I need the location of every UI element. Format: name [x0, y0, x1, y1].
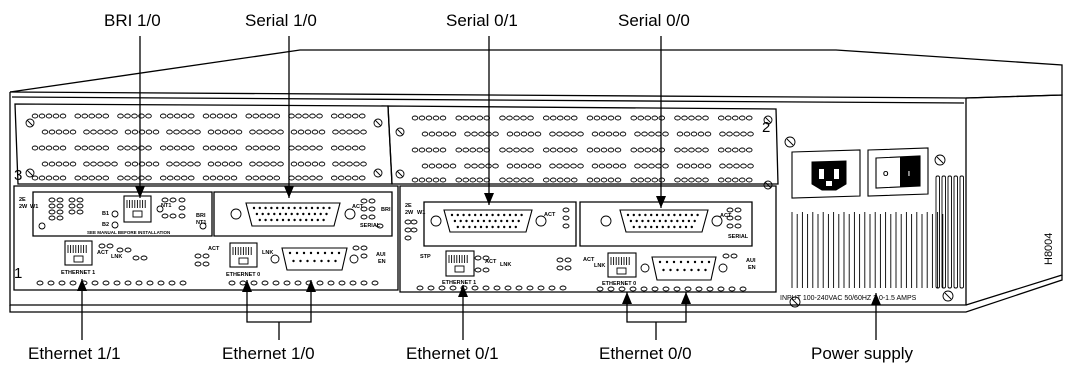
- label-2e-left: 2E: [19, 197, 26, 203]
- callout-serial-0-1: Serial 0/1: [446, 11, 518, 30]
- label-act-eth-0-0: ACT: [583, 257, 595, 263]
- callout-bri-1-0: BRI 1/0: [104, 11, 161, 30]
- slot-1-number: 1: [14, 265, 22, 282]
- callout-serial-0-0: Serial 0/0: [618, 11, 690, 30]
- slot-2-blank-cover: [387, 105, 779, 190]
- label-lnk-eth-1-1: LNK: [111, 254, 122, 260]
- serial-wic-card-0-1: [423, 201, 577, 247]
- label-stp: STP: [420, 254, 431, 260]
- power-inlet-socket: [811, 160, 847, 191]
- port-pins: [67, 200, 711, 275]
- label-act-serial-1-0: ACT: [352, 204, 364, 210]
- slot-2-number: 2: [762, 119, 770, 136]
- label-lnk-eth-1-0: LNK: [262, 250, 273, 256]
- label-2e-right: 2E: [405, 203, 412, 209]
- label-nt1: NT1: [161, 203, 171, 209]
- label-ethernet-1-left: ETHERNET 1: [61, 270, 95, 276]
- label-act-eth-1-1: ACT: [97, 250, 109, 256]
- label-b2: B2: [102, 222, 109, 228]
- ethernet-0-0-port: [607, 252, 637, 278]
- label-lnk-eth-0-1: LNK: [500, 262, 511, 268]
- power-input-rating: INPUT 100-240VAC 50/60HZ 3.0-1.5 AMPS: [780, 295, 917, 302]
- callout-ethernet-0-1: Ethernet 0/1: [406, 344, 499, 363]
- label-w1-left: W1: [30, 204, 38, 210]
- label-ethernet-1-right: ETHERNET 1: [442, 280, 476, 286]
- label-act-serial-0-0: ACT: [720, 213, 732, 219]
- status-leds: [36, 197, 747, 292]
- label-ethernet-0-left: ETHERNET 0: [226, 272, 260, 278]
- chassis: [9, 49, 1063, 313]
- power-switch-off-label: O: [883, 171, 889, 178]
- power-supply: O I INPUT 100-240VAC 50/60HZ 3.0-1.5 AMP…: [780, 136, 964, 308]
- label-ethernet-0-right: ETHERNET 0: [602, 281, 636, 287]
- label-see-manual: SEE MANUAL BEFORE INSTALLATION: [87, 230, 170, 235]
- power-switch-on-label: I: [908, 171, 910, 178]
- label-w1-right: W1: [417, 210, 425, 216]
- blank-cover-vents: [31, 113, 754, 183]
- label-act-eth-1-0: ACT: [208, 246, 220, 252]
- label-serial-0-0: SERIAL: [728, 234, 749, 240]
- network-module-slot-1: 2E 2W W1 B1 B2 NT1 BRI NT1 SEE MANUAL BE…: [13, 185, 399, 291]
- chassis-front-top-edge: [9, 91, 967, 99]
- label-aui-slot-1: AUI: [376, 252, 386, 258]
- label-en-slot-1: EN: [378, 259, 386, 265]
- bri-wic-card: [32, 191, 213, 237]
- callout-ethernet-1-0: Ethernet 1/0: [222, 344, 315, 363]
- serial-wic-card-0-0: [579, 201, 753, 247]
- label-lnk-eth-0-0: LNK: [594, 263, 605, 269]
- aui-port-slot-1: [281, 247, 348, 271]
- label-bri-nt1-a: BRI: [196, 213, 206, 219]
- callout-power-supply: Power supply: [811, 344, 914, 363]
- label-bri-edge: BRI: [381, 207, 391, 213]
- aui-port-slot-0: [651, 256, 717, 281]
- callout-serial-1-0: Serial 1/0: [245, 11, 317, 30]
- chassis-front-inner-edge: [11, 96, 965, 104]
- network-module-slot-0: 2E 2W W1 STP ACT ACT SERIAL ETHERNET 1 A…: [399, 185, 777, 293]
- bri-port: [123, 195, 152, 223]
- callout-ethernet-1-1: Ethernet 1/1: [28, 344, 121, 363]
- chassis-side-face: [965, 94, 1063, 306]
- figure-id-marking: H8004: [1043, 233, 1055, 265]
- callout-lines: [77, 36, 881, 340]
- chassis-front-face: [9, 92, 967, 306]
- serial-wic-card-1-0: [213, 191, 393, 237]
- label-aui-slot-0: AUI: [746, 258, 756, 264]
- chassis-base: [9, 275, 1063, 313]
- label-b1: B1: [102, 211, 109, 217]
- label-en-slot-0: EN: [748, 265, 756, 271]
- chassis-top-edge: [9, 49, 1063, 99]
- slot-3-number: 3: [14, 167, 22, 184]
- serial-port-1-0: [245, 202, 341, 227]
- label-serial-1-0: SERIAL: [360, 223, 381, 229]
- callout-ethernet-0-0: Ethernet 0/0: [599, 344, 692, 363]
- label-2w-right: 2W: [405, 210, 414, 216]
- label-bri-nt1-b: NT1: [196, 220, 206, 226]
- power-supply-vents: [791, 175, 964, 289]
- label-act-serial-0-1: ACT: [544, 212, 556, 218]
- label-act-eth-0-1: ACT: [485, 259, 497, 265]
- label-2w-left: 2W: [19, 204, 28, 210]
